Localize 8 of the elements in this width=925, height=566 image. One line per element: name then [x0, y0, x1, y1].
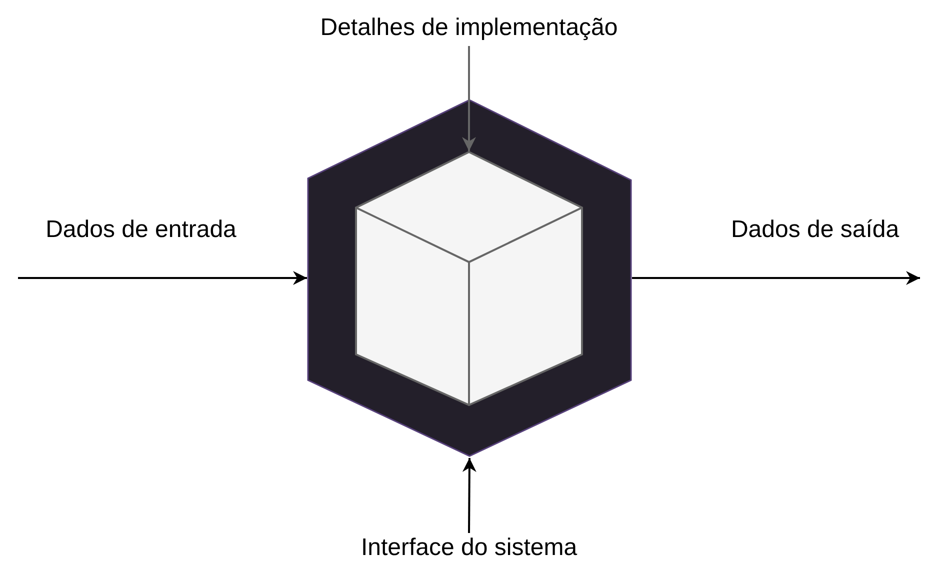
arrow [18, 271, 307, 285]
arrow [462, 46, 476, 151]
label-text: Detalhes de implementação [284, 14, 654, 44]
arrow [632, 271, 920, 285]
edge-label: Dados de saída [730, 216, 900, 244]
edge-label: Dados de entrada [44, 216, 238, 244]
arrow [462, 458, 476, 533]
label-text: Interface do sistema [314, 534, 624, 564]
